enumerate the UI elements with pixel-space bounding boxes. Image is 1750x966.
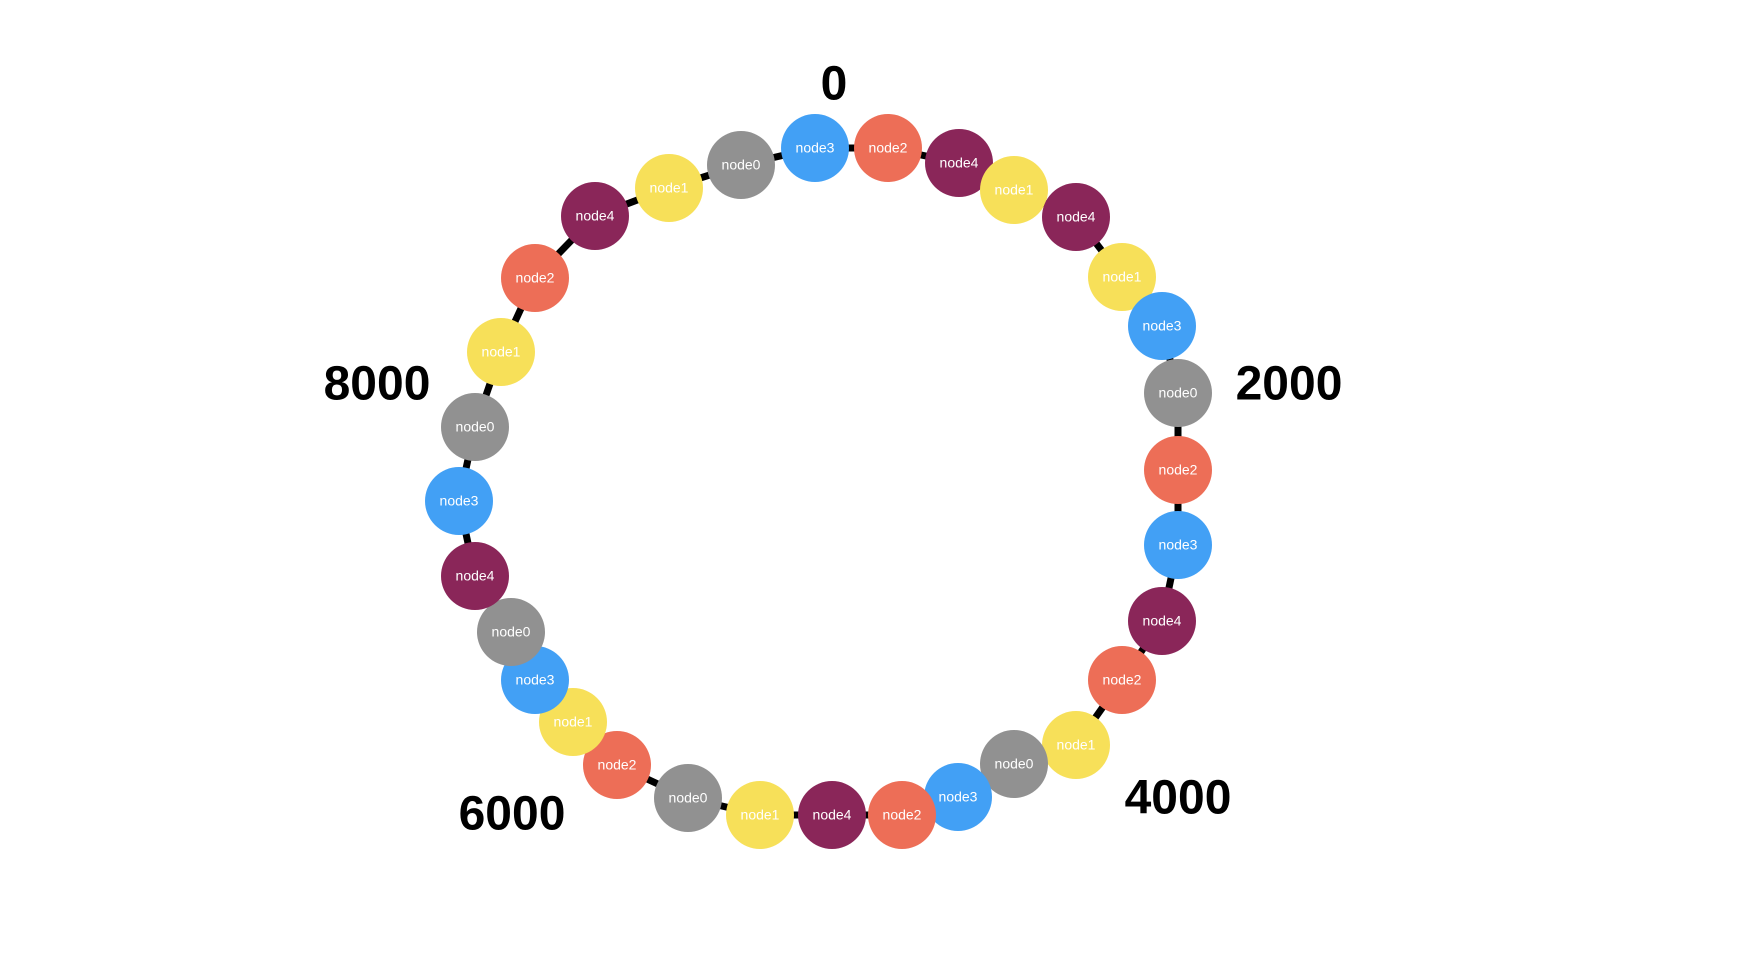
node-circle [425, 467, 493, 535]
node-circle [654, 764, 722, 832]
node-label: node2 [1103, 672, 1142, 688]
node-label: node4 [940, 155, 979, 171]
node-label: node4 [456, 568, 495, 584]
node-label: node3 [796, 140, 835, 156]
node-label: node3 [516, 672, 555, 688]
ring-node-node0: node0 [1144, 359, 1212, 427]
node-label: node4 [813, 807, 852, 823]
node-circle [1144, 436, 1212, 504]
node-circle [1128, 587, 1196, 655]
node-circle [1144, 359, 1212, 427]
ring-node-node0: node0 [980, 730, 1048, 798]
node-circle [561, 182, 629, 250]
node-label: node0 [1159, 385, 1198, 401]
ring-node-node3: node3 [781, 114, 849, 182]
node-circle [798, 781, 866, 849]
node-label: node4 [1143, 613, 1182, 629]
node-circle [1088, 646, 1156, 714]
node-label: node1 [741, 807, 780, 823]
node-circle [441, 393, 509, 461]
node-label: node1 [554, 714, 593, 730]
node-circle [635, 154, 703, 222]
node-label: node2 [883, 807, 922, 823]
node-circle [854, 114, 922, 182]
ring-node-node1: node1 [467, 318, 535, 386]
node-label: node2 [869, 140, 908, 156]
node-circle [868, 781, 936, 849]
position-label-8000: 8000 [324, 358, 431, 411]
node-label: node0 [456, 419, 495, 435]
node-label: node3 [440, 493, 479, 509]
node-label: node0 [669, 790, 708, 806]
node-label: node2 [516, 270, 555, 286]
node-circle [1042, 711, 1110, 779]
node-label: node3 [939, 789, 978, 805]
position-label-4000: 4000 [1125, 772, 1232, 825]
ring-node-node4: node4 [1128, 587, 1196, 655]
ring-nodes: node3 node2 node4 node1 node4 node1 node3 node0… [425, 114, 1212, 849]
ring-node-node1: node1 [635, 154, 703, 222]
node-circle [441, 542, 509, 610]
node-label: node2 [598, 757, 637, 773]
ring-node-node1: node1 [726, 781, 794, 849]
node-circle [980, 730, 1048, 798]
ring-node-node0: node0 [441, 393, 509, 461]
ring-node-node1: node1 [1042, 711, 1110, 779]
node-circle [1088, 243, 1156, 311]
node-label: node4 [1057, 209, 1096, 225]
node-label: node1 [1103, 269, 1142, 285]
ring-node-node4: node4 [441, 542, 509, 610]
ring-node-node4: node4 [561, 182, 629, 250]
ring-node-node2: node2 [583, 731, 651, 799]
node-label: node1 [650, 180, 689, 196]
node-label: node2 [1159, 462, 1198, 478]
ring-node-node3: node3 [924, 763, 992, 831]
node-circle [1042, 183, 1110, 251]
node-label: node3 [1159, 537, 1198, 553]
ring-node-node2: node2 [854, 114, 922, 182]
ring-node-node3: node3 [1144, 511, 1212, 579]
ring-node-node1: node1 [980, 156, 1048, 224]
node-circle [467, 318, 535, 386]
node-circle [501, 244, 569, 312]
ring-node-node4: node4 [1042, 183, 1110, 251]
node-circle [707, 131, 775, 199]
ring-node-node4: node4 [798, 781, 866, 849]
ring-node-node2: node2 [868, 781, 936, 849]
position-label-0: 0 [821, 58, 848, 111]
node-circle [781, 114, 849, 182]
position-label-2000: 2000 [1236, 358, 1343, 411]
node-label: node1 [482, 344, 521, 360]
ring-node-node0: node0 [707, 131, 775, 199]
node-circle [925, 129, 993, 197]
ring-node-node0: node0 [654, 764, 722, 832]
node-label: node0 [492, 624, 531, 640]
ring-node-node0: node0 [477, 598, 545, 666]
node-label: node4 [576, 208, 615, 224]
node-circle [924, 763, 992, 831]
node-label: node3 [1143, 318, 1182, 334]
ring-node-node2: node2 [501, 244, 569, 312]
node-label: node0 [995, 756, 1034, 772]
node-circle [1128, 292, 1196, 360]
ring-node-node2: node2 [1144, 436, 1212, 504]
ring-node-node4: node4 [925, 129, 993, 197]
ring-node-node3: node3 [425, 467, 493, 535]
node-label: node0 [722, 157, 761, 173]
ring-node-node2: node2 [1088, 646, 1156, 714]
ring-node-node1: node1 [1088, 243, 1156, 311]
node-circle [583, 731, 651, 799]
node-circle [980, 156, 1048, 224]
ring-node-node3: node3 [1128, 292, 1196, 360]
node-label: node1 [1057, 737, 1096, 753]
node-circle [1144, 511, 1212, 579]
node-circle [726, 781, 794, 849]
node-label: node1 [995, 182, 1034, 198]
position-label-6000: 6000 [459, 788, 566, 841]
node-circle [477, 598, 545, 666]
